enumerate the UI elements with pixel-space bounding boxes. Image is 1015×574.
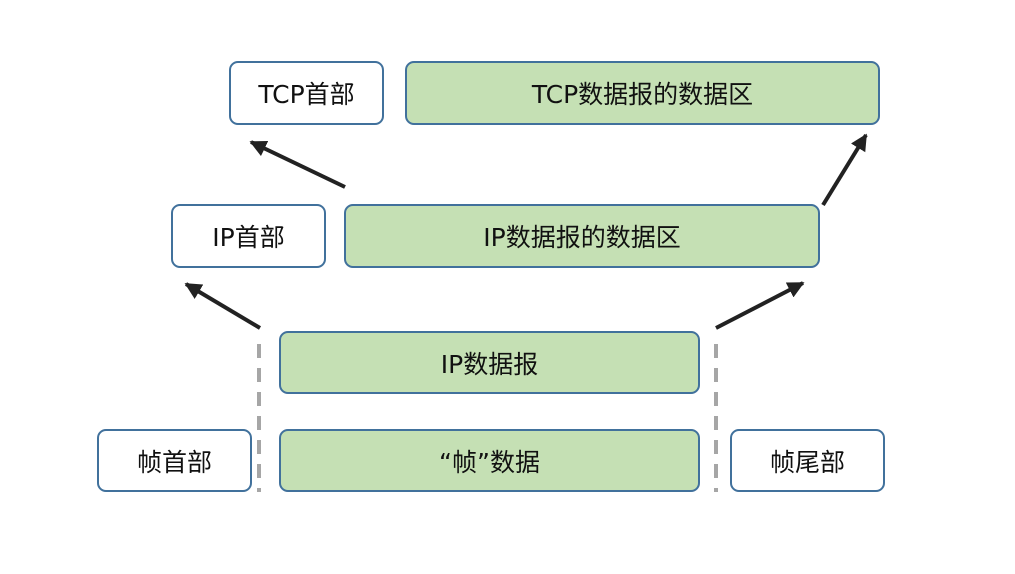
- frame-data-box: “帧”数据: [279, 429, 700, 492]
- ip-data-area-label: IP数据报的数据区: [483, 223, 681, 252]
- ip-datagram-box: IP数据报: [279, 331, 700, 394]
- tcp-header-label: TCP首部: [258, 80, 355, 109]
- arrow-to-tcp-data-end: [821, 133, 868, 207]
- ip-datagram-label: IP数据报: [440, 349, 539, 379]
- ip-data-area-box: IP数据报的数据区: [344, 204, 820, 268]
- ip-header-label: IP首部: [212, 223, 285, 252]
- arrow-to-ip-header: [184, 282, 262, 330]
- frame-data-label: “帧”数据: [439, 447, 540, 477]
- arrow-to-tcp-header: [249, 140, 346, 189]
- ip-header-box: IP首部: [171, 204, 326, 268]
- frame-header-box: 帧首部: [97, 429, 252, 492]
- frame-tail-label: 帧尾部: [769, 447, 845, 477]
- arrow-to-ip-data-end: [715, 281, 805, 330]
- frame-header-label: 帧首部: [136, 447, 212, 477]
- tcp-data-area-box: TCP数据报的数据区: [405, 61, 880, 125]
- tcp-data-area-label: TCP数据报的数据区: [531, 80, 754, 109]
- frame-tail-box: 帧尾部: [730, 429, 885, 492]
- tcp-header-box: TCP首部: [229, 61, 384, 125]
